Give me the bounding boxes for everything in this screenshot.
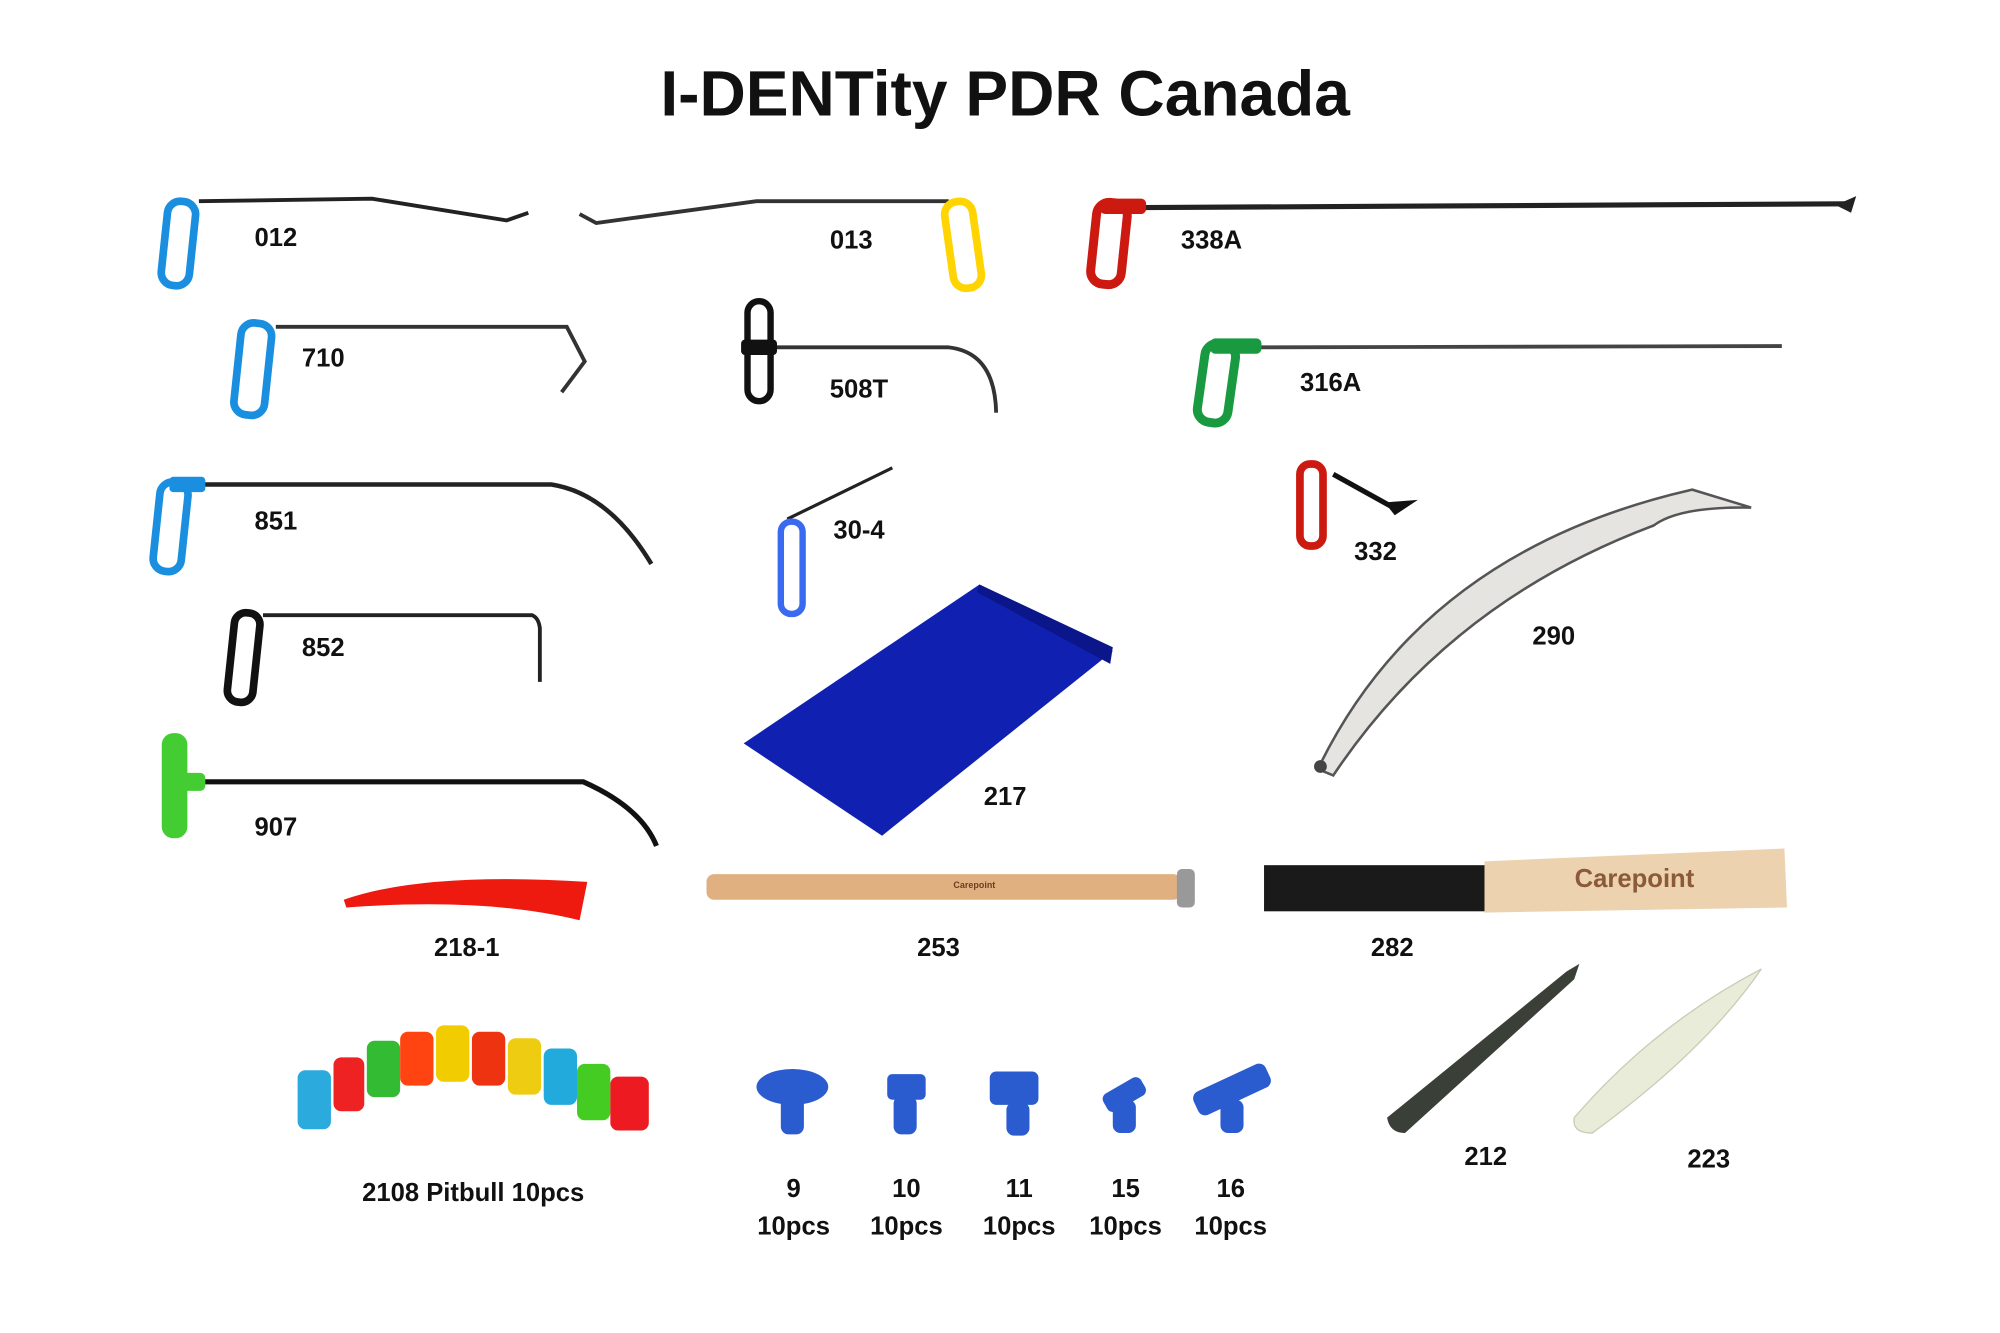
glue-tab-9: [756, 1068, 829, 1135]
label-290: 290: [1532, 623, 1575, 651]
rod-710: [230, 319, 587, 420]
label-30-4: 30-4: [833, 516, 885, 544]
rod-508T: [741, 298, 999, 413]
label-218-1: 218-1: [434, 934, 500, 962]
spoon-290: [1314, 488, 1752, 778]
pitbull-tabs: [297, 1025, 649, 1131]
hammer-brand: Carepoint: [953, 880, 995, 890]
glue-tab-qty: 10pcs: [757, 1212, 830, 1240]
wedge-218-1: [343, 879, 588, 921]
label-2108-pitbull: 2108 Pitbull 10pcs: [362, 1179, 584, 1207]
blanket-217: [743, 584, 1113, 836]
label-012: 012: [254, 224, 297, 252]
glue-tab-qty: 10pcs: [1089, 1212, 1162, 1240]
rod-332: [1296, 460, 1418, 550]
label-710: 710: [302, 345, 345, 373]
label-332: 332: [1354, 538, 1397, 566]
label-907: 907: [254, 814, 297, 842]
knockdown-282: Carepoint: [1264, 848, 1787, 913]
glue-tab-labels: 9 10pcs 10 10pcs 11 10pcs 15 10pcs 16 10…: [757, 1175, 1267, 1240]
glue-tab-number: 10: [892, 1175, 921, 1203]
glue-tab-11: [989, 1071, 1039, 1136]
rod-907: [161, 733, 659, 847]
rod-338A: [1086, 196, 1857, 290]
label-282: 282: [1371, 934, 1414, 962]
label-217: 217: [984, 783, 1027, 811]
rod-013: [578, 197, 986, 293]
glue-tab-number: 9: [787, 1175, 801, 1203]
rod-012: [157, 196, 529, 290]
label-223: 223: [1687, 1146, 1730, 1174]
label-338A: 338A: [1181, 227, 1242, 255]
rod-316A: [1192, 338, 1782, 428]
rod-851: [149, 476, 654, 576]
knockdown-223: [1573, 968, 1762, 1134]
hammer-253: Carepoint: [706, 869, 1195, 908]
knockdown-212: [1387, 963, 1580, 1134]
glue-tab-number: 15: [1111, 1175, 1140, 1203]
rod-852: [223, 608, 542, 707]
rod-30-4: [777, 466, 894, 618]
glue-tab-number: 16: [1216, 1175, 1245, 1203]
label-508T: 508T: [830, 375, 889, 403]
glue-tab-15: [1102, 1077, 1146, 1134]
label-253: 253: [917, 934, 960, 962]
label-852: 852: [302, 634, 345, 662]
label-013: 013: [830, 227, 873, 255]
label-316A: 316A: [1300, 369, 1361, 397]
glue-tab-qty: 10pcs: [1194, 1212, 1267, 1240]
glue-tab-10: [887, 1074, 926, 1135]
label-851: 851: [254, 507, 297, 535]
knockdown-brand: Carepoint: [1575, 865, 1695, 893]
glue-tab-16: [1193, 1063, 1271, 1134]
glue-tab-qty: 10pcs: [870, 1212, 943, 1240]
label-212: 212: [1464, 1143, 1507, 1171]
glue-tab-qty: 10pcs: [983, 1212, 1056, 1240]
glue-tab-number: 11: [1006, 1175, 1033, 1203]
page-title: I-DENTity PDR Canada: [660, 57, 1351, 129]
